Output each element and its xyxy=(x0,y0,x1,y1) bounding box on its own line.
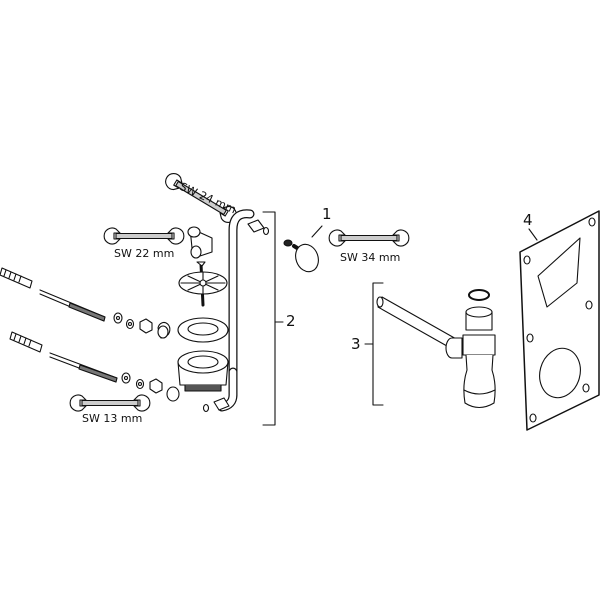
drain-body xyxy=(177,350,229,392)
bracket-2 xyxy=(262,211,284,426)
strainer-basket xyxy=(178,261,228,307)
overflow-knob xyxy=(283,225,323,273)
flange-gasket xyxy=(177,317,229,343)
wrench-size-label-sw13: SW 13 mm xyxy=(82,412,143,425)
callout-4: 4 xyxy=(523,211,533,229)
callout-1: 1 xyxy=(322,205,332,223)
wrench-sw22-icon xyxy=(103,227,185,245)
anchor-bolt-lower xyxy=(9,331,118,383)
anchor-bolt-upper xyxy=(0,267,106,322)
wrench-sw24-icon xyxy=(165,173,237,223)
wrench-size-label-sw34: SW 34 mm xyxy=(340,251,401,264)
wrench-sw13-icon xyxy=(69,394,151,412)
washers-nuts-upper xyxy=(113,312,171,339)
washers-nuts-lower xyxy=(121,372,180,402)
wrench-sw34-icon xyxy=(328,229,410,247)
elbow-fitting xyxy=(187,226,213,259)
bracket-3 xyxy=(364,282,384,406)
wrench-size-label-sw22: SW 22 mm xyxy=(114,247,175,260)
overflow-hose xyxy=(202,209,270,413)
callout-2: 2 xyxy=(286,312,296,330)
bottle-trap-siphon xyxy=(376,289,496,409)
mounting-plate xyxy=(519,210,600,431)
callout-3: 3 xyxy=(351,335,361,353)
